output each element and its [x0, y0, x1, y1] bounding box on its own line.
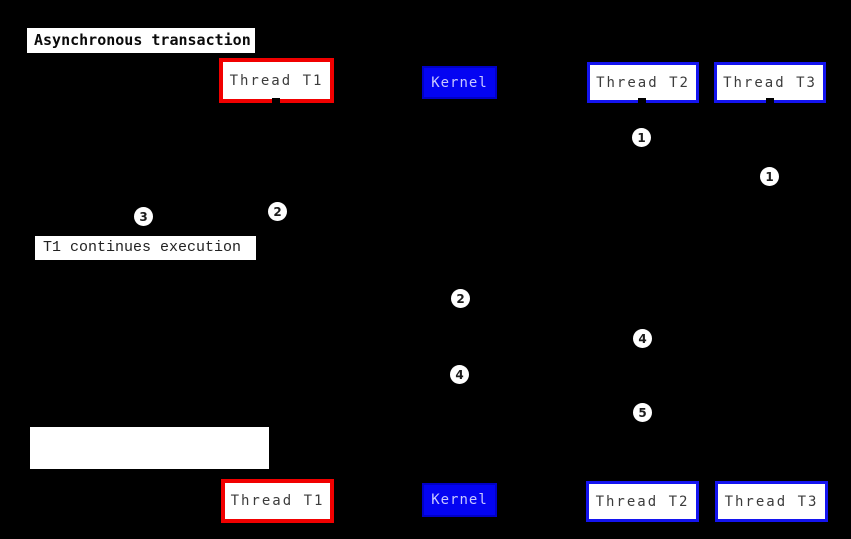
step-marker-5-thread-t2: 5: [633, 403, 652, 422]
participant-label-kernel: Kernel: [431, 74, 488, 91]
step-marker-3: 3: [134, 207, 153, 226]
participant-label-thread-t2: Thread T2: [595, 493, 690, 510]
step-marker-4-kernel: 4: [450, 365, 469, 384]
step-marker-2-kernel: 2: [451, 289, 470, 308]
lifeline-tick-thread-t1-top: [272, 98, 280, 103]
participant-thread-t2-bottom: Thread T2: [586, 481, 699, 522]
participant-label-thread-t2: Thread T2: [596, 74, 690, 91]
step-marker-4-thread-t2: 4: [633, 329, 652, 348]
participant-thread-t1-top: Thread T1: [219, 58, 334, 103]
note-blank: [30, 427, 269, 469]
step-marker-1-thread-t2: 1: [632, 128, 651, 147]
participant-label-thread-t1: Thread T1: [230, 493, 325, 509]
step-marker-1-thread-t3: 1: [760, 167, 779, 186]
lifeline-thread-t3: [769, 101, 771, 480]
lifeline-tick-thread-t3-top: [766, 98, 774, 103]
participant-thread-t2-top: Thread T2: [587, 62, 699, 103]
lifeline-tick-thread-t2-top: [638, 98, 646, 103]
participant-thread-t1-bottom: Thread T1: [221, 479, 334, 523]
diagram-title: Asynchronous transaction: [27, 28, 255, 53]
participant-thread-t3-bottom: Thread T3: [715, 481, 828, 522]
participant-kernel-bottom: Kernel: [422, 483, 497, 517]
participant-label-kernel: Kernel: [431, 492, 488, 508]
participant-label-thread-t3: Thread T3: [724, 493, 819, 510]
step-marker-2-thread-t1: 2: [268, 202, 287, 221]
lifeline-thread-t1: [276, 101, 278, 480]
lifeline-thread-t2: [642, 101, 644, 480]
note-t1-continues-execution: T1 continues execution: [35, 236, 256, 260]
participant-kernel-top: Kernel: [422, 66, 497, 99]
participant-label-thread-t1: Thread T1: [229, 72, 324, 89]
participant-label-thread-t3: Thread T3: [723, 74, 817, 91]
participant-thread-t3-top: Thread T3: [714, 62, 826, 103]
